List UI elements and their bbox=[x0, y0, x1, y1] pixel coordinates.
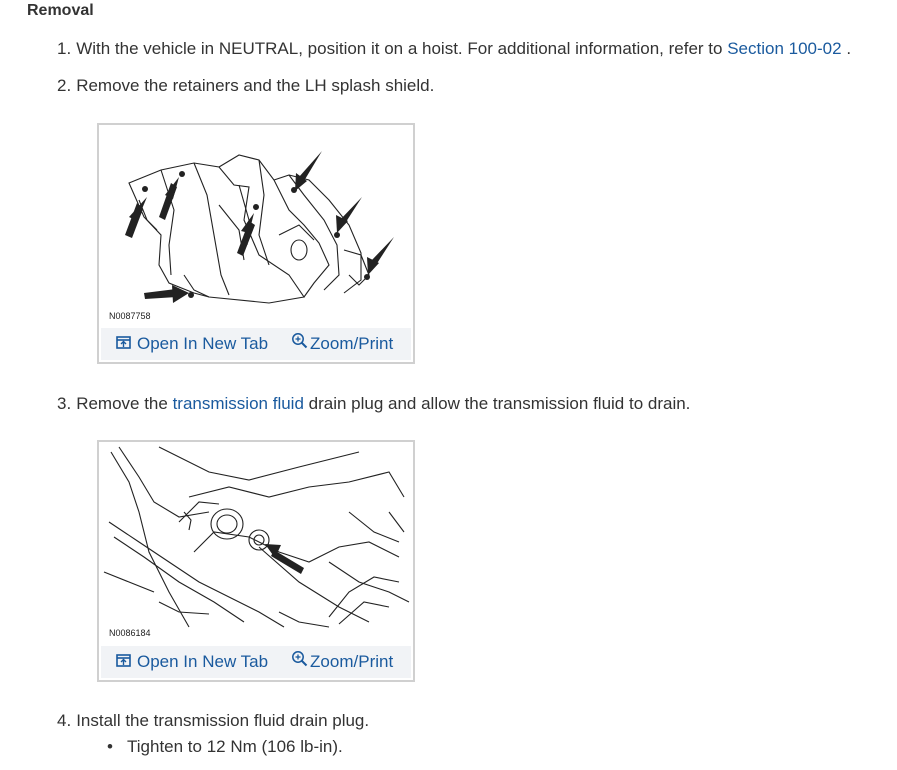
section-title: Removal bbox=[27, 2, 94, 19]
bullet-text: Tighten to 12 Nm (106 lb-in). bbox=[127, 737, 343, 756]
drain-plug-illustration bbox=[99, 442, 413, 632]
zoom-icon bbox=[291, 333, 310, 354]
step-text: Install the transmission fluid drain plu… bbox=[76, 711, 370, 730]
step-3: 3.Remove the transmission fluid drain pl… bbox=[57, 394, 690, 414]
open-new-tab-button[interactable]: Open In New Tab bbox=[116, 334, 268, 354]
bullet-dot: • bbox=[107, 737, 113, 756]
figure-toolbar: Open In New Tab Zoom/Print bbox=[101, 328, 411, 360]
step-number: 1. bbox=[57, 39, 72, 58]
figure-drain-plug: N0086184 Open In New Tab Zoom/Print bbox=[97, 440, 415, 682]
zoom-print-button[interactable]: Zoom/Print bbox=[291, 651, 394, 672]
open-tab-icon bbox=[116, 334, 137, 354]
step-1: 1.With the vehicle in NEUTRAL, position … bbox=[57, 39, 851, 59]
step-number: 3. bbox=[57, 394, 72, 413]
step-text: Remove the retainers and the LH splash s… bbox=[76, 76, 435, 95]
figure-toolbar: Open In New Tab Zoom/Print bbox=[101, 646, 411, 678]
open-new-tab-label: Open In New Tab bbox=[137, 334, 269, 353]
step-suffix: . bbox=[841, 39, 852, 58]
transmission-fluid-link[interactable]: transmission fluid bbox=[172, 394, 304, 413]
list-item: • Tighten to 12 Nm (106 lb-in). bbox=[107, 737, 343, 757]
step-number: 2. bbox=[57, 76, 72, 95]
figure-id: N0086184 bbox=[109, 628, 151, 638]
step-number: 4. bbox=[57, 711, 72, 730]
figure-splash-shield: N0087758 Open In New Tab Zoom/Print bbox=[97, 123, 415, 364]
zoom-icon bbox=[291, 651, 310, 672]
open-new-tab-label: Open In New Tab bbox=[137, 652, 269, 671]
step-suffix: drain plug and allow the transmission fl… bbox=[303, 394, 691, 413]
step-text: Remove the bbox=[76, 394, 173, 413]
zoom-print-label: Zoom/Print bbox=[310, 652, 394, 671]
open-tab-icon bbox=[116, 652, 137, 672]
zoom-print-button[interactable]: Zoom/Print bbox=[291, 333, 394, 354]
step-text: With the vehicle in NEUTRAL, position it… bbox=[76, 39, 728, 58]
open-new-tab-button[interactable]: Open In New Tab bbox=[116, 652, 268, 672]
zoom-print-label: Zoom/Print bbox=[310, 334, 394, 353]
step-2: 2.Remove the retainers and the LH splash… bbox=[57, 76, 434, 96]
figure-id: N0087758 bbox=[109, 311, 151, 321]
step-4: 4.Install the transmission fluid drain p… bbox=[57, 711, 369, 731]
section-link[interactable]: Section 100-02 bbox=[727, 39, 842, 58]
splash-shield-illustration bbox=[99, 125, 413, 315]
